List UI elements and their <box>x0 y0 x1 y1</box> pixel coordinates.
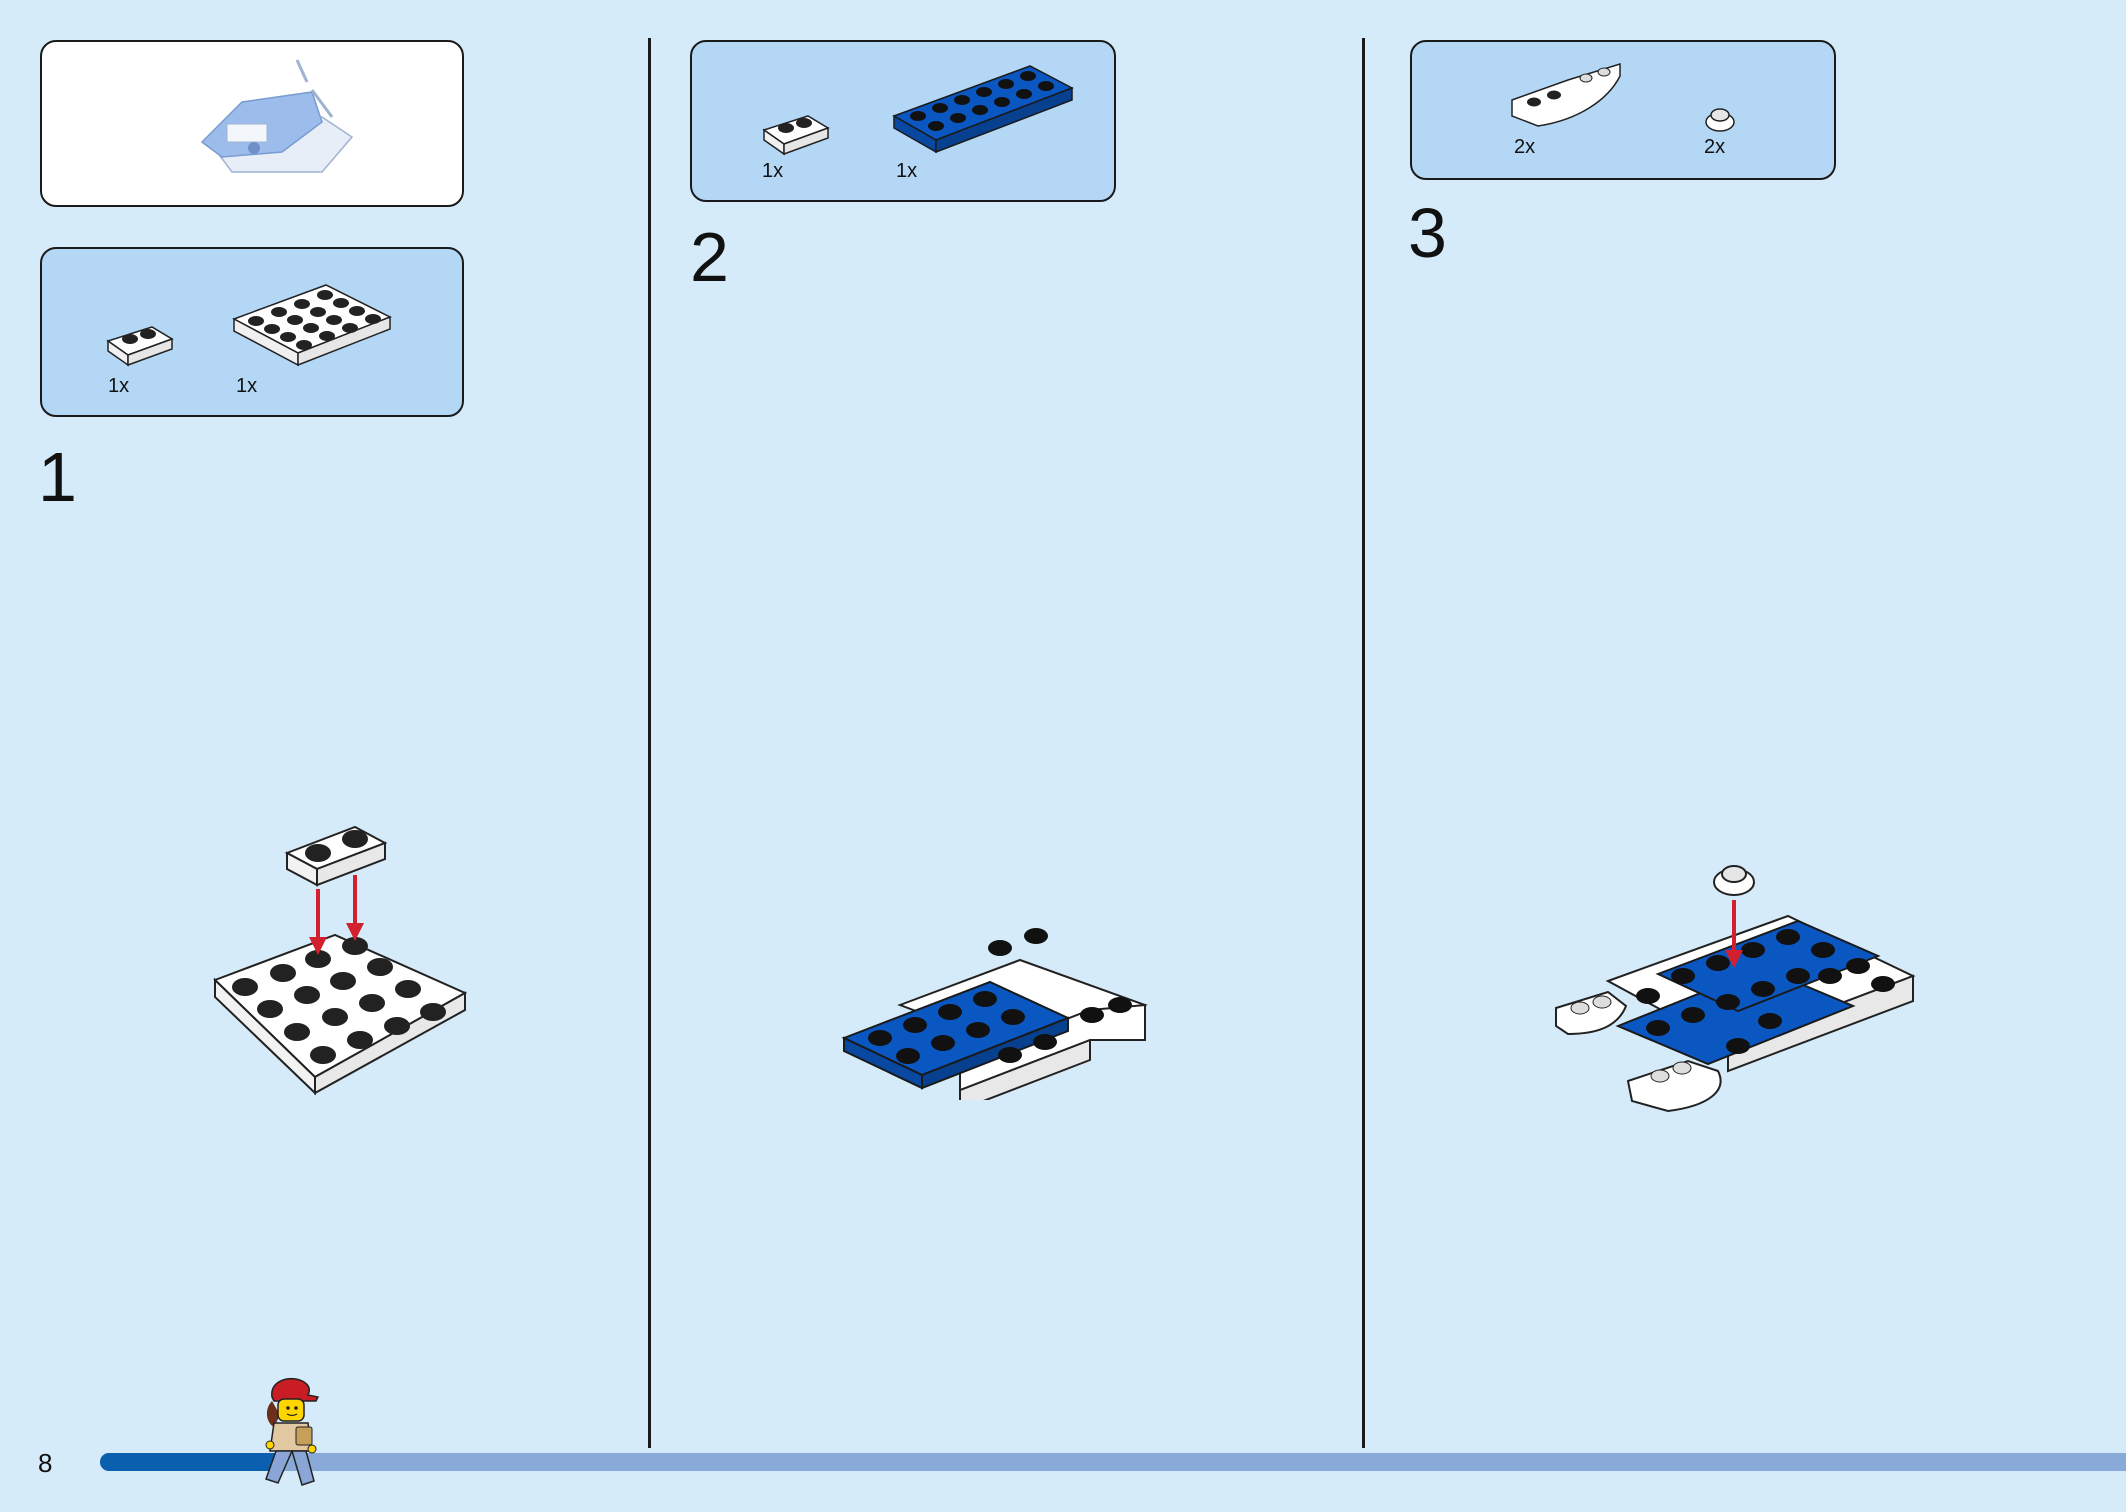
plate-4x4-white-icon <box>232 284 392 367</box>
step-2-assembly-illustration <box>841 928 1148 1100</box>
column-divider-2 <box>1362 38 1365 1448</box>
progress-fill <box>100 1453 282 1471</box>
plate-2x6-blue-icon <box>892 65 1074 154</box>
insert-arrow-icon <box>309 875 364 955</box>
parts-list-box-step-2: 1x 1x <box>690 40 1116 202</box>
part-qty-label: 1x <box>762 160 784 182</box>
step-number: 1 <box>38 438 77 516</box>
part-qty-label: 1x <box>236 375 258 397</box>
slope-curved-white-icon <box>1511 62 1621 127</box>
step-3-assembly-illustration <box>1555 865 1916 1113</box>
parts-list-box-step-3: 2x 2x <box>1410 40 1836 180</box>
minifigure-runner-icon <box>265 1377 320 1486</box>
page-number: 8 <box>38 1448 53 1478</box>
step-number: 3 <box>1408 194 1447 272</box>
part-qty-label: 2x <box>1514 136 1536 158</box>
plate-1x2-white-icon <box>762 115 830 156</box>
part-qty-label: 2x <box>1704 136 1726 158</box>
parts-list-box-step-1: 1x 1x <box>40 247 464 417</box>
part-qty-label: 1x <box>896 160 918 182</box>
step-1-assembly-illustration <box>213 825 468 1096</box>
insert-arrow-icon <box>1725 900 1743 968</box>
plate-1x2-white-icon <box>106 326 174 367</box>
step-number: 2 <box>690 218 729 296</box>
model-preview-box <box>40 40 464 207</box>
progress-track <box>100 1453 2126 1471</box>
boat-model-preview-icon <box>200 59 354 173</box>
column-divider-1 <box>648 38 651 1448</box>
round-plate-1x1-white-icon <box>1705 108 1735 132</box>
part-qty-label: 1x <box>108 375 130 397</box>
